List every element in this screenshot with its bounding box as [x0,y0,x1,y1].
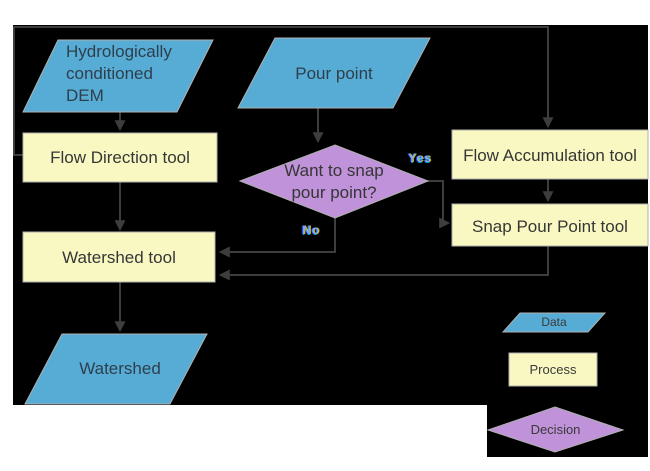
legend-process-box-shape [508,352,598,387]
watershed-label: Watershed [79,359,161,378]
legend-process-label: Process [529,362,577,377]
no-edge-label: No [302,223,320,237]
watershed-parallelogram-shape [24,333,208,405]
flow-direction-box-shape [22,132,218,183]
edge-decision-no-to-watershedtool [218,218,336,258]
node-shapes [22,37,649,453]
edge-flowdirection-to-flowaccumulation [13,26,554,156]
flow-accumulation-box-shape [451,129,649,180]
legend-data-label: Data [541,315,567,329]
dem-label: Hydrologically conditioned DEM [66,42,172,105]
yes-edge-label: Yes [408,151,432,165]
legend-decision-label: Decision [530,422,581,437]
connector-lines [13,26,554,333]
decision-diamond-shape [238,144,430,219]
snap-pour-point-label: Snap Pour Point tool [472,217,628,236]
pour-point-label: Pour point [295,64,373,83]
pour-point-parallelogram-shape [237,37,431,109]
watershed-tool-label: Watershed tool [62,248,176,267]
flow-accumulation-label: Flow Accumulation tool [463,146,637,165]
edge-decision-yes-to-snappourpoint [428,180,451,229]
watershed-tool-box-shape [22,231,216,283]
legend-data-parallelogram-shape [501,312,607,333]
legend-decision-diamond-shape [486,406,625,453]
edge-snappourpoint-to-watershedtool [218,246,549,281]
snap-pour-point-box-shape [451,203,649,247]
dem-parallelogram-shape [22,39,214,113]
decision-label: Want to snap pour point? [284,161,384,202]
flow-direction-label: Flow Direction tool [50,148,190,167]
